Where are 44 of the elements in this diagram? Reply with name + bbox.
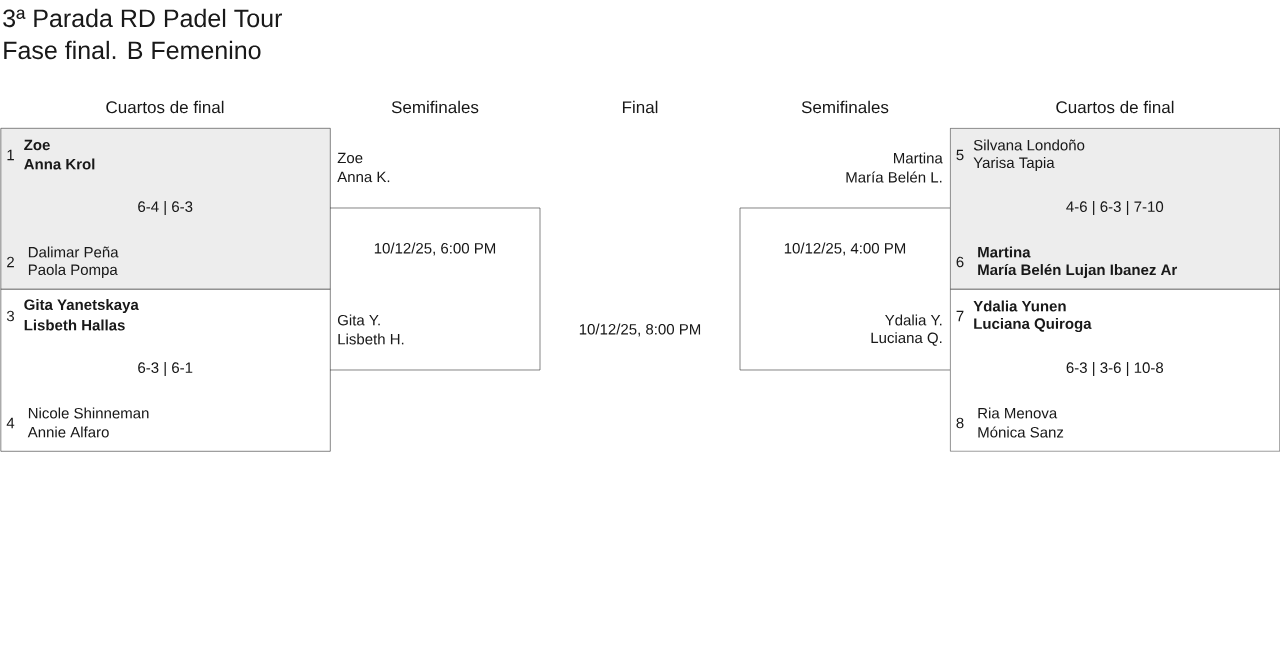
seed-number: 6 [956, 256, 964, 268]
round-heading: Semifinales [801, 100, 889, 114]
seed-number: 1 [7, 149, 14, 161]
player-name: Annie Alfaro [27, 426, 109, 438]
match-score: 6-3 | 3-6 | 10-8 [1066, 361, 1164, 377]
match-date: 10/12/25, 4:00 PM [784, 242, 906, 256]
player-name: Zoe [24, 139, 50, 151]
player-name: Ydalia Y. [885, 314, 942, 326]
player-name: María Belén L. [846, 171, 942, 183]
match-date: 10/12/25, 6:00 PM [374, 242, 496, 256]
player-name: Ria Menova [978, 407, 1058, 419]
player-name: Nicole Shinneman [28, 407, 149, 419]
title: 3ª Parada RD Padel Tour [3, 8, 282, 28]
round-heading: Semifinales [391, 100, 479, 114]
player-name: Anna K. [337, 171, 390, 183]
player-name: Gita Yanetskaya [24, 299, 139, 313]
match-score: 6-4 | 6-3 [138, 200, 193, 216]
seed-number: 5 [956, 149, 964, 161]
player-name: Martina [894, 152, 943, 164]
player-name: Yarisa Tapia [973, 157, 1055, 171]
player-name: María Belén Lujan Ibanez Ar [978, 263, 1177, 279]
player-name: Luciana Quiroga [974, 317, 1092, 333]
player-name: Dalimar Peña [28, 246, 119, 258]
player-name: Silvana Londoño [973, 139, 1085, 151]
round-heading: Final [623, 100, 658, 114]
player-name: Luciana Q. [871, 332, 942, 346]
match-score: 4-6 | 6-3 | 7-10 [1066, 200, 1164, 216]
player-name: Anna Krol [24, 158, 95, 170]
player-name: Martina [978, 246, 1031, 258]
player-name: Ydalia Yunen [973, 300, 1066, 312]
match-date: 10/12/25, 8:00 PM [579, 323, 701, 337]
player-name: Zoe [337, 152, 363, 164]
player-name: Lisbeth H. [338, 333, 404, 345]
player-name: Lisbeth Hallas [24, 319, 125, 331]
seed-number: 2 [7, 256, 14, 268]
player-name: Gita Y. [337, 314, 380, 326]
subtitle: Fase final. B Femenino [4, 40, 261, 60]
player-name: Mónica Sanz [978, 426, 1064, 438]
seed-number: 7 [956, 310, 964, 322]
seed-number: 8 [956, 417, 964, 429]
match-score: 6-3 | 6-1 [138, 361, 193, 377]
player-name: Paola Pompa [28, 264, 118, 278]
seed-number: 4 [6, 417, 15, 429]
seed-number: 3 [6, 310, 15, 322]
